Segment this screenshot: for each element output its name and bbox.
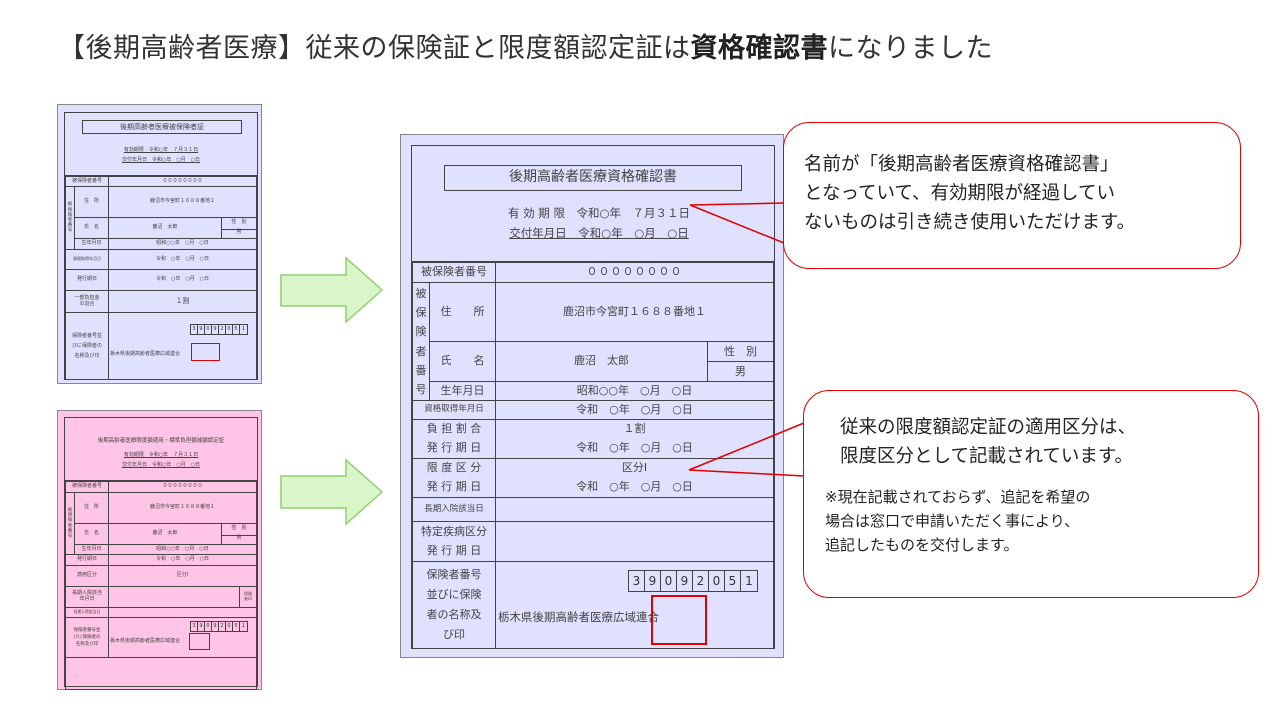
label: 住 所	[429, 282, 496, 342]
label: 住 所	[73, 492, 110, 524]
label: 保険者番号並びに保険者の名称及び印	[64, 617, 110, 658]
right-arrow-icon	[280, 458, 384, 526]
validity: 有効期限 令和○年 ７月３１日	[123, 147, 199, 153]
limit-issue-date: 令和 ○年 ○月 ○日	[576, 480, 693, 493]
validity: 有 効 期 限 令和○年 ７月３１日	[508, 206, 690, 220]
label: 性 別	[222, 525, 256, 537]
address: 鹿沼市今宮町１６８８番地１	[495, 282, 774, 342]
birth-date: 昭和○○年 ○月 ○日	[495, 381, 774, 401]
insurer-digit: 2	[219, 622, 226, 631]
insurer-digit: 2	[693, 571, 709, 591]
label: 住 所	[73, 186, 110, 218]
empty-row	[65, 657, 257, 690]
insurer-digit: 1	[745, 574, 753, 588]
label: 被保険者番号	[412, 262, 496, 283]
insurer-digit: 3	[629, 571, 645, 591]
limit-cell: 区分Ⅰ 令和 ○年 ○月 ○日	[495, 458, 774, 498]
card-heading: 後期高齢者医療資格確認書	[444, 165, 742, 191]
card-heading: 後期高齢者医療被保険者証	[82, 120, 242, 134]
callout-note: 追記したものを交付します。	[825, 536, 1019, 554]
insurer-digit: 0	[226, 325, 233, 334]
side-label: 被保険者番号	[412, 282, 430, 401]
insurer-digit: 0	[709, 571, 725, 591]
sex: 男	[236, 535, 242, 542]
label: 限 度 区 分発 行 期 日	[412, 458, 496, 498]
insurer-digit: 3	[191, 622, 198, 631]
insurer-name: 栃木県後期高齢者医療広域連合	[498, 610, 659, 624]
label: 保険者番号並びに保険者の名称及び印	[64, 312, 110, 380]
insurer-name: 栃木県後期高齢者医療広域連合	[110, 638, 181, 644]
insurer-digit: 5	[233, 325, 240, 334]
sex: 男	[735, 365, 746, 378]
callout-pointer	[689, 202, 785, 244]
insurer-digit: 5	[725, 571, 741, 591]
insurer-name: 栃木県後期高齢者医療広域連合	[110, 351, 181, 357]
callout-note: 場合は窓口で申請いただく事により、	[825, 512, 1080, 530]
name: 鹿沼 太郎	[495, 341, 708, 382]
insurer-digit: 9	[198, 325, 205, 334]
ratio-issue-date: 令和 ○年 ○月 ○日	[576, 441, 693, 454]
ratio: １割	[623, 422, 646, 436]
callout-text: 名前が「後期高齢者医療資格確認書」	[804, 154, 1119, 175]
insurer-digit: 9	[212, 325, 219, 334]
old-insurance-card: 後期高齢者医療被保険者証 有効期限 令和○年 ７月３１日 交付年月日 令和○年 …	[57, 104, 262, 384]
callout-text: となっていて、有効期限が経過してい	[804, 183, 1115, 204]
insurer-digit: 0	[226, 622, 233, 631]
insurer-digit: 0	[205, 622, 212, 631]
validity: 有効期限 令和○年 ７月３１日	[123, 452, 199, 458]
insurer-digit: 5	[233, 622, 240, 631]
insurer-digit: 1	[241, 623, 246, 629]
issued-date: 交付年月日 令和○年 ○月 ○日	[121, 462, 201, 468]
page-title: 【後期高齢者医療】従来の保険証と限度額認定証は資格確認書になりました	[58, 33, 993, 64]
card-heading: 後期高齢者医療限度額適用・標準負担額減額認定証	[97, 438, 225, 444]
limit-class: 区分Ⅰ	[621, 461, 648, 475]
label: 特定疾病区分発 行 期 日	[412, 521, 496, 562]
callout-text: ないものは引き続き使用いただけます。	[804, 212, 1136, 233]
seal-box	[651, 595, 707, 645]
insurer-digit: 9	[198, 622, 205, 631]
insurer-digit: 2	[219, 325, 226, 334]
issued-date: 交付年月日 令和○年 ○月 ○日	[509, 226, 689, 240]
callout-text: 限度区分として記載されています。	[840, 446, 1134, 467]
label: 一部負担金の割合	[64, 290, 110, 313]
callout-text: 従来の限度額認定証の適用区分は、	[840, 417, 1137, 438]
callout-name-explanation: 名前が「後期高齢者医療資格確認書」 となっていて、有効期限が経過してい ないもの…	[783, 122, 1241, 269]
sex: 男	[236, 229, 242, 236]
insurer-digit: 9	[212, 622, 219, 631]
right-arrow-icon	[280, 256, 384, 324]
insurer-digit: 1	[241, 326, 246, 332]
label: 保険者印	[239, 586, 257, 608]
label: 性 別	[708, 343, 773, 362]
qualification-certificate-card: 後期高齢者医療資格確認書 有 効 期 限 令和○年 ７月３１日 交付年月日 令和…	[400, 134, 784, 658]
insurer-digit: 0	[661, 571, 677, 591]
insured-number: ００００００００	[495, 262, 774, 283]
callout-limit-explanation: 従来の限度額認定証の適用区分は、 限度区分として記載されています。 ※現在記載さ…	[803, 390, 1259, 598]
limit-certificate-card: 後期高齢者医療限度額適用・標準負担額減額認定証 有効期限 令和○年 ７月３１日 …	[57, 410, 262, 690]
insurer-digit: 9	[645, 571, 661, 591]
callout-pointer	[688, 422, 805, 477]
seal-box	[191, 343, 221, 361]
label: 氏 名	[73, 217, 110, 239]
issued-date: 交付年月日 令和○年 ○月 ○日	[121, 157, 201, 163]
insurer-digit: 0	[205, 325, 212, 334]
label: 性 別	[222, 219, 256, 231]
callout-note: ※現在記載されておらず、追記を希望の	[825, 488, 1091, 506]
insurer-digit: 9	[677, 571, 693, 591]
seal-box	[189, 633, 211, 650]
insurer-digit: 3	[191, 325, 198, 334]
